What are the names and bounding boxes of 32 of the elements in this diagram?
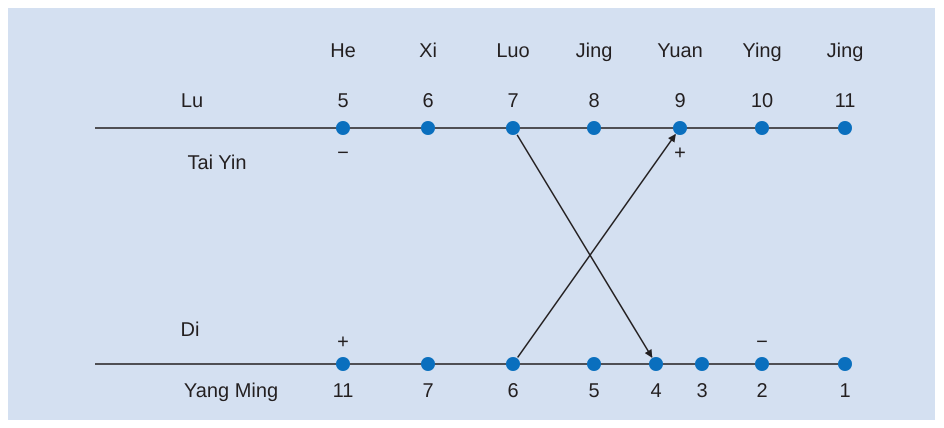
point-number: 4 bbox=[650, 380, 662, 402]
column-heading: Luo bbox=[496, 40, 530, 62]
meridian-label: Tai Yin bbox=[188, 152, 246, 174]
point-number: 7 bbox=[507, 90, 519, 112]
point-number: 5 bbox=[337, 90, 349, 112]
point-number: 10 bbox=[750, 90, 774, 112]
column-heading: Xi bbox=[419, 40, 437, 62]
column-heading: Jing bbox=[826, 40, 864, 62]
point-number: 1 bbox=[839, 380, 851, 402]
polarity-sign: + bbox=[674, 142, 686, 164]
point-number: 3 bbox=[696, 380, 708, 402]
point-number: 5 bbox=[588, 380, 600, 402]
point-number: 8 bbox=[588, 90, 600, 112]
point-number: 9 bbox=[674, 90, 686, 112]
meridian-label: Yang Ming bbox=[184, 380, 278, 402]
point-number: 11 bbox=[332, 380, 354, 402]
column-heading: Jing bbox=[576, 40, 612, 62]
column-heading: Ying bbox=[742, 40, 782, 62]
arrow bbox=[517, 134, 676, 358]
polarity-sign: − bbox=[756, 331, 768, 353]
point-number: 11 bbox=[834, 90, 856, 112]
polarity-sign: + bbox=[337, 331, 349, 353]
column-heading: He bbox=[330, 40, 356, 62]
polarity-sign: − bbox=[337, 142, 349, 164]
point-number: 7 bbox=[422, 380, 434, 402]
meridian-label: Lu bbox=[180, 90, 204, 112]
point-number: 2 bbox=[756, 380, 768, 402]
point-number: 6 bbox=[507, 380, 519, 402]
meridian-label: Di bbox=[180, 319, 200, 341]
point-number: 6 bbox=[422, 90, 434, 112]
column-heading: Yuan bbox=[657, 40, 703, 62]
arrow bbox=[516, 134, 652, 358]
